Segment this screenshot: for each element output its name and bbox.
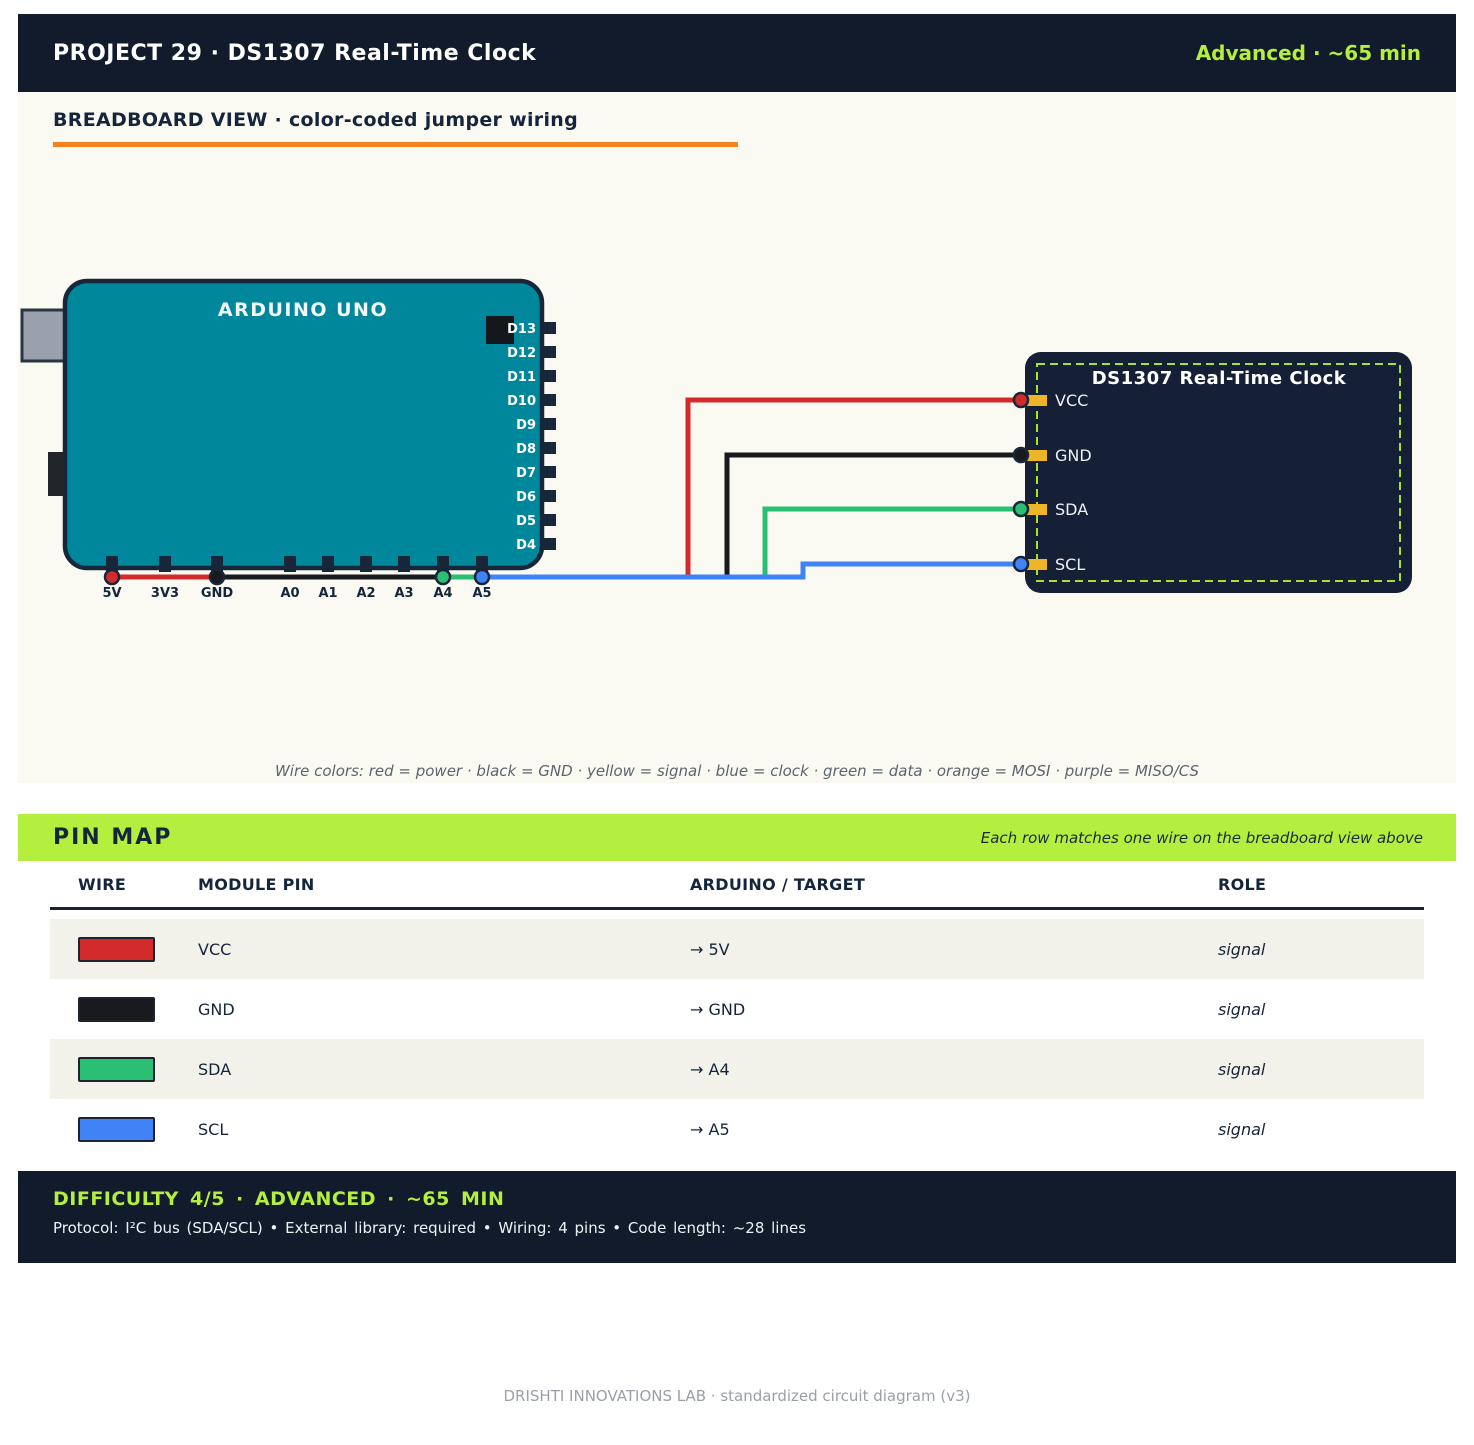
- col-header-module-pin: MODULE PIN: [198, 874, 315, 894]
- wire-swatch-gnd: [78, 996, 155, 1022]
- digital-pin-stubs: [542, 322, 556, 550]
- module-pin-pads: [1027, 395, 1047, 570]
- svg-text:SCL: SCL: [1055, 555, 1085, 574]
- digital-pin-labels: D13 D12 D11 D10 D9 D8 D7 D6 D5 D4: [507, 322, 536, 553]
- wire-scl-a5: [482, 561, 1028, 580]
- module-title: DS1307 Real-Time Clock: [1092, 368, 1347, 389]
- cell-target: → GND: [690, 999, 746, 1019]
- cell-role: signal: [1218, 999, 1266, 1019]
- pinmap-title: PIN MAP: [53, 825, 173, 850]
- breadboard-section: ARDUINO UNO D13 D12 D11 D10: [18, 92, 1456, 783]
- jumper-wires: [112, 397, 1028, 580]
- table-row: SCL → A5 signal: [50, 1099, 1424, 1159]
- svg-text:A3: A3: [394, 586, 413, 601]
- cell-module-pin: GND: [198, 999, 235, 1019]
- module-pin-labels: VCC GND SDA SCL: [1055, 391, 1092, 574]
- difficulty-band: DIFFICULTY 4/5 · ADVANCED · ~65 MIN Prot…: [18, 1171, 1456, 1263]
- svg-text:3V3: 3V3: [151, 586, 179, 601]
- wire-swatch-vcc: [78, 936, 155, 962]
- svg-text:D5: D5: [516, 514, 536, 529]
- svg-text:D10: D10: [507, 394, 536, 409]
- table-row: SDA → A4 signal: [50, 1039, 1424, 1099]
- svg-text:SDA: SDA: [1055, 500, 1088, 519]
- usb-connector: [20, 308, 69, 363]
- spacer: [18, 1159, 1456, 1171]
- wire-endpoint-dots: [103, 391, 1030, 586]
- circuit-diagram: ARDUINO UNO D13 D12 D11 D10: [20, 278, 1412, 780]
- page-title: PROJECT 29 · DS1307 Real-Time Clock: [53, 40, 537, 66]
- svg-text:D8: D8: [516, 442, 536, 457]
- bottom-pin-labels: 5V 3V3 GND A0 A1 A2 A3 A4 A5: [102, 586, 491, 601]
- cell-target: → A5: [690, 1119, 730, 1139]
- difficulty-summary: DIFFICULTY 4/5 · ADVANCED · ~65 MIN: [53, 1188, 505, 1210]
- cell-target: → A4: [690, 1059, 730, 1079]
- page-content: PROJECT 29 · DS1307 Real-Time Clock Adva…: [18, 14, 1456, 1405]
- cell-module-pin: VCC: [198, 939, 232, 959]
- svg-text:GND: GND: [1055, 446, 1092, 465]
- svg-text:5V: 5V: [102, 586, 121, 601]
- cell-module-pin: SCL: [198, 1119, 229, 1139]
- svg-text:A5: A5: [472, 586, 491, 601]
- svg-text:D11: D11: [507, 370, 536, 385]
- d13-led: [486, 316, 514, 344]
- col-header-role: ROLE: [1218, 874, 1267, 894]
- svg-text:GND: GND: [201, 586, 234, 601]
- svg-text:D13: D13: [507, 322, 536, 337]
- pinmap-band: PIN MAP Each row matches one wire on the…: [18, 814, 1456, 861]
- svg-text:A1: A1: [318, 586, 337, 601]
- svg-text:D4: D4: [516, 538, 536, 553]
- svg-text:VCC: VCC: [1055, 391, 1088, 410]
- pinmap-subtitle: Each row matches one wire on the breadbo…: [980, 828, 1423, 847]
- orange-underline: [53, 142, 738, 147]
- difficulty-badge: Advanced · ~65 min: [1195, 41, 1421, 65]
- table-header-row: WIRE MODULE PIN ARDUINO / TARGET ROLE: [50, 861, 1424, 910]
- header-band: PROJECT 29 · DS1307 Real-Time Clock Adva…: [18, 14, 1456, 92]
- arduino-title: ARDUINO UNO: [218, 299, 388, 321]
- svg-text:D12: D12: [507, 346, 536, 361]
- ds1307-module: [1025, 352, 1412, 593]
- pinmap-table: WIRE MODULE PIN ARDUINO / TARGET ROLE VC…: [18, 861, 1456, 1159]
- module-dashed-border: [1036, 363, 1401, 582]
- table-row: GND → GND signal: [50, 979, 1424, 1039]
- cell-module-pin: SDA: [198, 1059, 232, 1079]
- cell-role: signal: [1218, 1059, 1266, 1079]
- breadboard-title-wrap: BREADBOARD VIEW · color-coded jumper wir…: [53, 109, 738, 147]
- svg-text:A0: A0: [280, 586, 299, 601]
- col-header-target: ARDUINO / TARGET: [690, 874, 866, 894]
- bottom-pin-stubs: [106, 556, 488, 572]
- svg-text:D7: D7: [516, 466, 536, 481]
- arduino-board: [62, 278, 545, 571]
- lab-footer: DRISHTI INNOVATIONS LAB · standardized c…: [503, 1387, 971, 1405]
- cell-role: signal: [1218, 1119, 1266, 1139]
- svg-text:D9: D9: [516, 418, 536, 433]
- spacer: [18, 783, 1456, 814]
- table-row: VCC → 5V signal: [50, 919, 1424, 979]
- svg-text:D6: D6: [516, 490, 536, 505]
- wire-swatch-scl: [78, 1116, 155, 1142]
- section-title: BREADBOARD VIEW · color-coded jumper wir…: [53, 109, 579, 131]
- col-header-wire: WIRE: [78, 874, 127, 894]
- protocol-details: Protocol: I²C bus (SDA/SCL) • External l…: [53, 1219, 807, 1237]
- svg-text:A4: A4: [433, 586, 452, 601]
- wire-swatch-sda: [78, 1056, 155, 1082]
- cell-target: → 5V: [690, 939, 730, 959]
- svg-text:A2: A2: [356, 586, 375, 601]
- cell-role: signal: [1218, 939, 1266, 959]
- wire-color-legend: Wire colors: red = power · black = GND ·…: [275, 762, 1200, 780]
